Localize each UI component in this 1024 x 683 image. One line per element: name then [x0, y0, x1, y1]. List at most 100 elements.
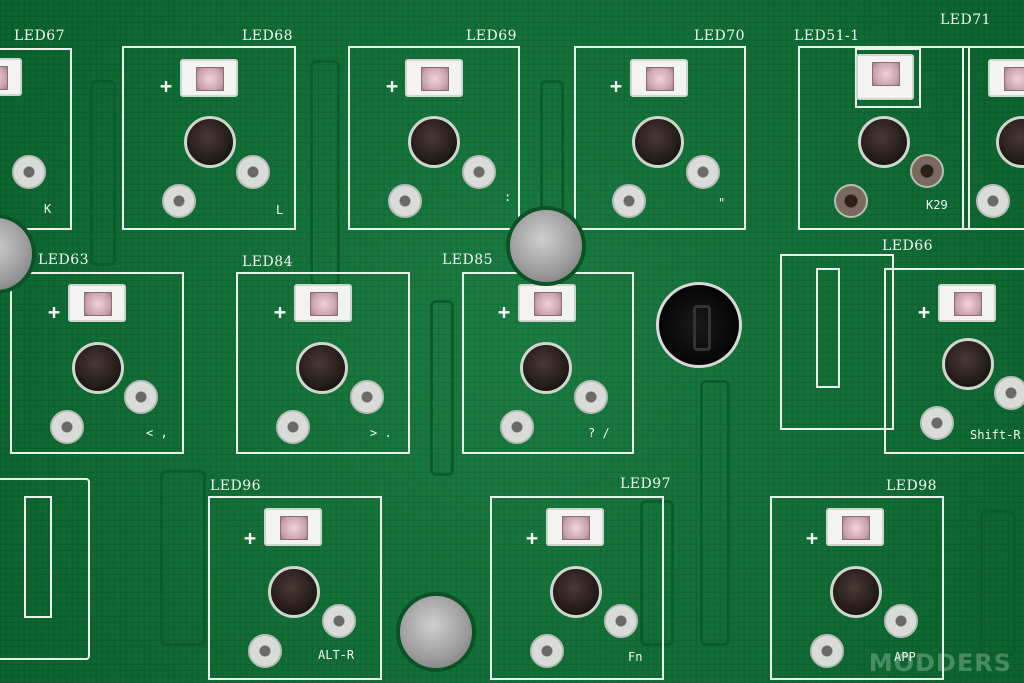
led-69-smd-led — [405, 59, 463, 97]
led-85-pad — [500, 410, 534, 444]
led-84-hole — [296, 342, 348, 394]
led-97-pad — [604, 604, 638, 638]
led-70-label: LED70 — [694, 28, 746, 44]
led-70-smd-led — [630, 59, 688, 97]
led-51-1-key-legend: K29 — [926, 198, 948, 212]
led-70-plus: + — [610, 74, 623, 98]
led-66-hole — [942, 338, 994, 390]
led-84-pad — [276, 410, 310, 444]
led-97-pad — [530, 634, 564, 668]
pcb-trace — [430, 300, 454, 476]
led-85-hole — [520, 342, 572, 394]
led-71-footprint — [962, 46, 1024, 230]
led-63-pad — [124, 380, 158, 414]
led-71-smd-led — [988, 59, 1024, 97]
connector-outline-inner — [816, 268, 840, 388]
led-68-key-legend: L — [276, 203, 284, 217]
led-66-footprint — [884, 268, 1024, 454]
led-71-label: LED71 — [940, 12, 992, 28]
led-69-footprint — [348, 46, 520, 230]
led-97-footprint — [490, 496, 664, 680]
led-68-plus: + — [160, 74, 173, 98]
led-98-plus: + — [806, 526, 819, 550]
led-67-footprint — [0, 48, 72, 230]
led-63-footprint — [10, 272, 184, 454]
led-85-label: LED85 — [442, 252, 494, 268]
mounting-hole — [396, 592, 476, 672]
led-66-pad — [994, 376, 1024, 410]
led-97-key-legend: Fn — [628, 650, 643, 664]
led-66-pad — [920, 406, 954, 440]
led-68-pad — [162, 184, 196, 218]
led-85-key-legend: ? / — [588, 426, 610, 440]
led-85-smd-led — [518, 284, 576, 322]
led-51-1-pad — [910, 154, 944, 188]
led-67-smd-led — [0, 58, 22, 96]
led-66-smd-led — [938, 284, 996, 322]
led-98-hole — [830, 566, 882, 618]
connector-outline-left-inner — [24, 496, 52, 618]
mounting-hole — [506, 206, 586, 286]
led-66-key-legend: Shift-R — [970, 428, 1021, 442]
watermark: MODDERS — [868, 649, 1012, 677]
connector-outline-left — [0, 478, 90, 660]
pcb-trace — [310, 60, 340, 286]
led-97-smd-led — [546, 508, 604, 546]
led-84-key-legend: > . — [370, 426, 392, 440]
led-68-hole — [184, 116, 236, 168]
led-97-label: LED97 — [620, 476, 672, 492]
led-84-pad — [350, 380, 384, 414]
led-97-hole — [550, 566, 602, 618]
led-63-hole — [72, 342, 124, 394]
led-84-smd-led — [294, 284, 352, 322]
led-84-footprint — [236, 272, 410, 454]
led-67-pad — [12, 155, 46, 189]
pcb-trace — [640, 500, 674, 646]
led-63-key-legend: < , — [146, 426, 168, 440]
led-96-pad — [248, 634, 282, 668]
led-68-pad — [236, 155, 270, 189]
pcb-trace — [700, 380, 730, 646]
led-69-pad — [388, 184, 422, 218]
led-67-label: LED67 — [14, 28, 66, 44]
led-84-label: LED84 — [242, 254, 294, 270]
led-66-label: LED66 — [882, 238, 934, 254]
led-71-pad — [976, 184, 1010, 218]
led-68-footprint — [122, 46, 296, 230]
led-51-1-smd-led — [856, 54, 914, 100]
led-68-label: LED68 — [242, 28, 294, 44]
led-96-footprint — [208, 496, 382, 680]
led-98-smd-led — [826, 508, 884, 546]
led-98-pad — [810, 634, 844, 668]
led-85-pad — [574, 380, 608, 414]
led-51-1-hole — [858, 116, 910, 168]
led-51-1-footprint — [798, 46, 970, 230]
led-96-plus: + — [244, 526, 257, 550]
led-69-label: LED69 — [466, 28, 518, 44]
led-98-label: LED98 — [886, 478, 938, 494]
black-plastic-standoff — [656, 282, 742, 368]
led-63-smd-led — [68, 284, 126, 322]
led-96-hole — [268, 566, 320, 618]
pcb-trace — [980, 510, 1016, 656]
led-63-label: LED63 — [38, 252, 90, 268]
led-69-key-legend: : — [504, 190, 512, 204]
pcb-trace — [160, 470, 206, 646]
led-98-footprint — [770, 496, 944, 680]
led-51-1-pad — [834, 184, 868, 218]
led-70-key-legend: " — [718, 196, 726, 210]
led-96-key-legend: ALT-R — [318, 648, 355, 662]
led-63-pad — [50, 410, 84, 444]
led-67-key-legend: K — [44, 202, 52, 216]
led-69-pad — [462, 155, 496, 189]
led-66-plus: + — [918, 300, 931, 324]
led-69-hole — [408, 116, 460, 168]
led-98-key-legend: APP — [894, 650, 916, 664]
led-97-plus: + — [526, 526, 539, 550]
led-96-pad — [322, 604, 356, 638]
led-51-1-label: LED51-1 — [794, 28, 860, 44]
pcb-trace — [90, 80, 116, 266]
led-70-footprint — [574, 46, 746, 230]
led-68-smd-led — [180, 59, 238, 97]
